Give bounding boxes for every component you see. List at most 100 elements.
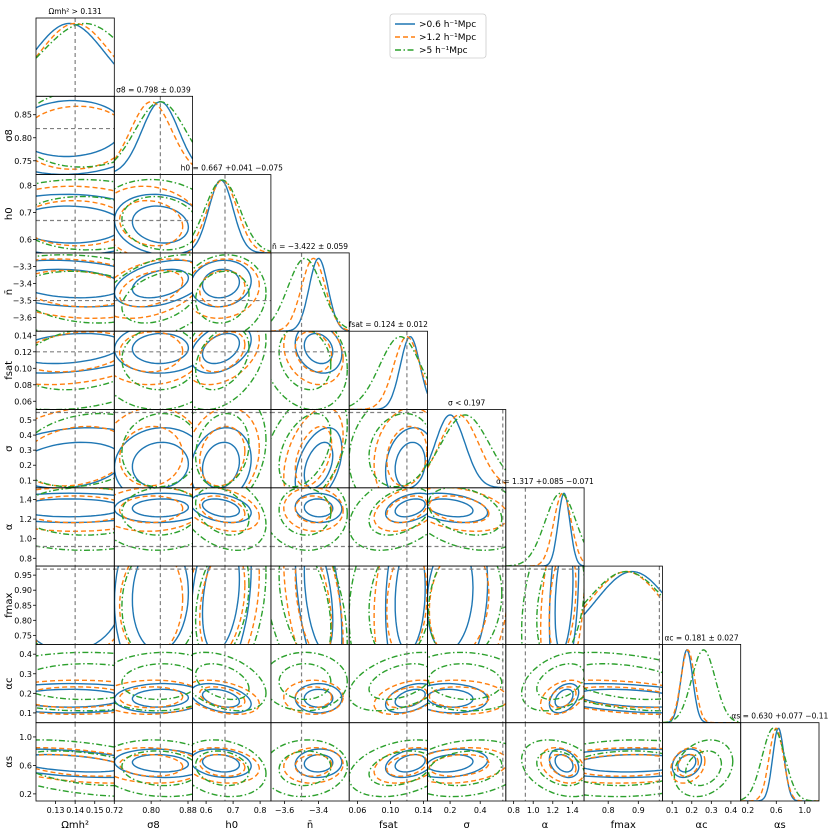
panel-title-nbar: n̄ = −3.422 ± 0.059	[272, 242, 348, 251]
contour-nbar-omh2-series-1-level-0	[36, 269, 115, 308]
marginal-alphac-series-1	[662, 649, 741, 723]
contour-h0-omh2-series-2-level-1	[36, 178, 115, 185]
contour-fsat-s8-series-1-level-0	[118, 331, 184, 373]
marginal-alphas-series-0	[740, 727, 819, 802]
yaxis-label-alpha: α	[4, 523, 15, 530]
contour-sigma-s8-series-2-level-0	[121, 412, 193, 488]
ytick-label-fsat: 0.06	[14, 397, 32, 406]
panel-sigma-s8	[113, 409, 194, 489]
panel-frame	[270, 722, 350, 802]
contour-sigma-omh2-series-1-level-0	[36, 425, 115, 487]
contour-sigma-nbar-series-1-level-0	[294, 425, 333, 487]
panel-nbar-s8	[113, 252, 194, 332]
marginal-fmax-series-0	[584, 570, 663, 615]
contour-alphac-alpha-series-0-level-1	[548, 682, 580, 714]
contour-sigma-h0-series-2-level-1	[192, 409, 267, 488]
contour-nbar-h0-series-2-level-0	[194, 270, 250, 324]
contour-alphac-omh2-series-2-level-0	[36, 662, 115, 701]
contour-alpha-h0-series-2-level-1	[192, 487, 267, 552]
contour-alpha-nbar-series-1-level-0	[294, 495, 333, 524]
contour-alpha-nbar-series-1-level-1	[283, 487, 344, 532]
xtick-label-fmax: 0.9	[632, 806, 645, 815]
contour-alphac-fsat-series-0-level-1	[384, 682, 428, 714]
contour-sigma-nbar-series-0-level-0	[303, 441, 334, 488]
contour-alphas-s8-series-1-level-1	[114, 746, 193, 784]
panel-title-sigma: σ < 0.197	[448, 399, 486, 408]
contour-alphac-omh2-series-1-level-0	[36, 686, 115, 709]
contour-alpha-nbar-series-2-level-0	[278, 487, 332, 536]
contour-alphas-omh2-series-1-level-0	[36, 753, 115, 777]
marginal-sigma-series-0	[427, 414, 506, 488]
xtick-label-fsat: 0.14	[414, 806, 432, 815]
ytick-label-fmax: 0.95	[14, 571, 32, 580]
ytick-label-h0: 0.7	[19, 208, 32, 217]
contour-alphas-nbar-series-2-level-1	[270, 739, 349, 798]
contour-alphas-alphac-series-1-level-0	[676, 753, 700, 777]
marginal-sigma-series-2	[427, 414, 506, 471]
contour-alphac-fsat-series-2-level-1	[349, 651, 428, 712]
ytick-label-sigma: 0.1	[19, 476, 32, 485]
panel-alphac-alpha	[505, 644, 585, 724]
ytick-label-sigma: 0.2	[19, 461, 32, 470]
contour-nbar-h0-series-2-level-1	[192, 254, 267, 332]
contour-sigma-s8-series-2-level-1	[114, 409, 118, 414]
contour-alpha-sigma-series-1-level-1	[427, 487, 506, 533]
contour-fmax-alpha-series-0-level-0	[554, 566, 574, 645]
marginal-alphas-series-1	[740, 727, 819, 802]
contour-h0-omh2-series-0-level-0	[36, 205, 115, 244]
panel-h0-h0: h0 = 0.667 +0.041 −0.075	[181, 164, 283, 254]
contour-alphac-s8-series-2-level-0	[121, 663, 193, 701]
contour-fsat-h0-series-2-level-1	[192, 331, 267, 410]
ytick-label-fsat: 0.10	[14, 364, 32, 373]
contour-fsat-s8-series-2-level-0	[121, 331, 193, 391]
contour-h0-s8-series-1-level-0	[118, 199, 184, 247]
xaxis-label-nbar: n̄	[307, 820, 313, 829]
ytick-label-alpha: 1.4	[19, 496, 32, 505]
contour-alphas-s8-series-1-level-0	[118, 753, 184, 777]
ytick-label-alpha: 1.2	[19, 515, 32, 524]
yaxis-label-sigma: σ	[4, 445, 15, 452]
xaxis-label-alphac: αc	[696, 820, 708, 829]
contour-alpha-fsat-series-2-level-0	[368, 487, 428, 536]
xtick-label-h0: 0.6	[200, 806, 213, 815]
contour-fsat-nbar-series-2-level-1	[270, 331, 349, 410]
contour-fmax-s8-series-1-level-0	[118, 566, 184, 645]
contour-alphas-fmax-series-2-level-0	[584, 750, 663, 787]
ytick-label-fsat: 0.12	[14, 348, 32, 357]
marginal-alphas-series-2	[740, 727, 819, 802]
contour-alphac-h0-series-1-level-1	[192, 679, 261, 716]
contour-alphas-nbar-series-0-level-0	[303, 753, 334, 773]
ytick-label-fmax: 0.80	[14, 616, 32, 625]
marginal-alpha-series-1	[505, 492, 585, 567]
contour-alpha-fsat-series-0-level-1	[384, 492, 428, 524]
contour-sigma-nbar-series-0-level-1	[294, 426, 343, 488]
contour-fmax-fsat-series-1-level-1	[373, 566, 380, 645]
contour-sigma-fsat-series-1-level-0	[386, 425, 428, 487]
ytick-label-alphas: 0.6	[19, 761, 32, 770]
ytick-label-sigma: 0.3	[19, 446, 32, 455]
contour-alphas-s8-series-0-level-0	[131, 753, 190, 773]
panel-frame	[192, 722, 272, 802]
xtick-label-alphac: 0.1	[666, 806, 679, 815]
contour-alphas-alpha-series-0-level-0	[554, 753, 574, 773]
legend: >0.6 h⁻¹Mpc>1.2 h⁻¹Mpc>5 h⁻¹Mpc	[389, 13, 487, 59]
contour-s8-omh2-series-1-level-0	[36, 105, 115, 170]
contour-fsat-h0-series-2-level-0	[194, 331, 250, 391]
ytick-label-alphac: 0.3	[19, 670, 32, 679]
contour-sigma-omh2-series-0-level-1	[36, 426, 115, 436]
xtick-label-alphac: 0.3	[705, 806, 718, 815]
panel-title-alphas: αs = 0.630 +0.077 −0.11	[731, 712, 828, 721]
contour-alphac-sigma-series-2-level-1	[427, 651, 506, 712]
ytick-label-alphac: 0.2	[19, 689, 32, 698]
contour-alphas-nbar-series-1-level-1	[283, 747, 344, 784]
xtick-label-alpha: 1.2	[546, 806, 559, 815]
ytick-label-s8: 0.85	[14, 111, 32, 120]
contour-alphas-sigma-series-2-level-1	[427, 739, 506, 798]
contour-alphac-sigma-series-0-level-0	[427, 688, 474, 708]
xaxis-label-alpha: α	[542, 820, 549, 829]
contour-alphac-alpha-series-1-level-1	[539, 679, 585, 716]
contour-fsat-s8-series-0-level-0	[131, 332, 190, 365]
contour-alphas-h0-series-0-level-0	[201, 753, 241, 773]
